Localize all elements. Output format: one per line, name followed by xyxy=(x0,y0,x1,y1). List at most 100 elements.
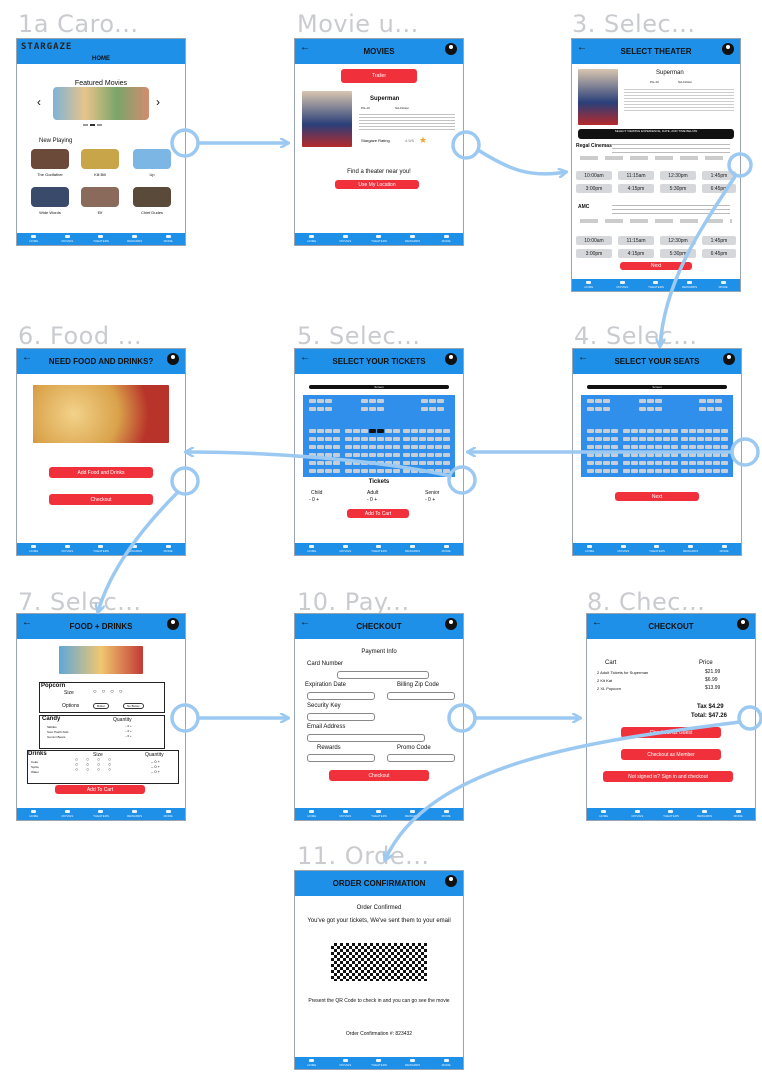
seat[interactable] xyxy=(385,461,392,465)
seat[interactable] xyxy=(681,429,688,433)
seat[interactable] xyxy=(345,453,352,457)
add-to-cart-button[interactable]: Add To Cart xyxy=(55,785,145,794)
seat[interactable] xyxy=(345,461,352,465)
seat[interactable] xyxy=(369,407,376,411)
expiration-input[interactable] xyxy=(307,692,375,700)
nav-movies[interactable]: MOVIES xyxy=(337,1059,353,1067)
seat[interactable] xyxy=(369,437,376,441)
back-arrow-icon[interactable]: ← xyxy=(578,352,588,363)
seat[interactable] xyxy=(623,461,630,465)
seat[interactable] xyxy=(671,453,678,457)
seat[interactable] xyxy=(639,437,646,441)
avatar-icon[interactable] xyxy=(445,353,457,365)
add-to-cart-button[interactable]: Add To Cart xyxy=(347,509,409,518)
nav-movies[interactable]: MOVIES xyxy=(59,810,75,818)
seat[interactable] xyxy=(721,461,728,465)
seat[interactable] xyxy=(361,469,368,473)
avatar-icon[interactable] xyxy=(445,618,457,630)
showtime-chip[interactable]: 10:00am xyxy=(576,236,612,245)
seat[interactable] xyxy=(353,453,360,457)
seat[interactable] xyxy=(671,429,678,433)
nav-theaters[interactable]: THEATERS xyxy=(649,545,665,553)
back-arrow-icon[interactable]: ← xyxy=(22,352,32,363)
seat[interactable] xyxy=(369,469,376,473)
nav-more[interactable]: MORE xyxy=(160,235,176,243)
seat[interactable] xyxy=(427,429,434,433)
seat[interactable] xyxy=(697,429,704,433)
seat[interactable] xyxy=(647,445,654,449)
seat[interactable] xyxy=(369,399,376,403)
showtime-chip[interactable]: 5:30pm xyxy=(660,184,696,193)
showtime-chip[interactable]: 11:15am xyxy=(618,236,654,245)
seat[interactable] xyxy=(697,461,704,465)
seat[interactable] xyxy=(647,399,654,403)
trailer-button[interactable]: Trailer xyxy=(341,69,417,83)
seat[interactable] xyxy=(603,453,610,457)
seat[interactable] xyxy=(377,399,384,403)
seat[interactable] xyxy=(403,437,410,441)
seat[interactable] xyxy=(713,429,720,433)
quantity-stepper[interactable]: - 0 + xyxy=(309,497,320,503)
seat[interactable] xyxy=(639,407,646,411)
avatar-icon[interactable] xyxy=(723,353,735,365)
seat[interactable] xyxy=(385,445,392,449)
seat[interactable] xyxy=(385,429,392,433)
nav-rewards[interactable]: REWARDS xyxy=(405,1059,421,1067)
seat[interactable] xyxy=(361,407,368,411)
security-key-input[interactable] xyxy=(307,713,375,721)
seat[interactable] xyxy=(681,453,688,457)
seat[interactable] xyxy=(325,445,332,449)
seat[interactable] xyxy=(333,469,340,473)
seat[interactable] xyxy=(689,445,696,449)
seat[interactable] xyxy=(721,469,728,473)
seat[interactable] xyxy=(715,399,722,403)
movie-thumb[interactable] xyxy=(31,149,69,169)
seat[interactable] xyxy=(427,461,434,465)
nav-movies[interactable]: MOVIES xyxy=(629,810,645,818)
seat[interactable] xyxy=(713,445,720,449)
nav-more[interactable]: MORE xyxy=(160,545,176,553)
next-button[interactable]: Next xyxy=(620,262,692,270)
back-arrow-icon[interactable]: ← xyxy=(300,352,310,363)
seat[interactable] xyxy=(385,469,392,473)
seat[interactable] xyxy=(623,445,630,449)
avatar-icon[interactable] xyxy=(722,43,734,55)
seat[interactable] xyxy=(429,399,436,403)
checkout-button[interactable]: Checkout xyxy=(329,770,429,781)
seat[interactable] xyxy=(393,453,400,457)
seat[interactable] xyxy=(699,407,706,411)
format-chips[interactable] xyxy=(580,156,732,160)
back-arrow-icon[interactable]: ← xyxy=(22,617,32,628)
movie-thumb[interactable] xyxy=(81,149,119,169)
seat[interactable] xyxy=(663,469,670,473)
seat[interactable] xyxy=(655,445,662,449)
movie-thumb[interactable] xyxy=(133,149,171,169)
use-location-button[interactable]: Use My Location xyxy=(335,180,419,189)
seat[interactable] xyxy=(689,453,696,457)
seat[interactable] xyxy=(353,429,360,433)
seat[interactable] xyxy=(333,437,340,441)
sign-in-checkout-button[interactable]: Not signed in? Sign in and checkout xyxy=(603,771,733,782)
seat[interactable] xyxy=(345,445,352,449)
checkout-button[interactable]: Checkout xyxy=(49,494,153,505)
seat[interactable] xyxy=(403,453,410,457)
seat[interactable] xyxy=(443,429,450,433)
seat[interactable] xyxy=(369,429,376,433)
nav-theaters[interactable]: THEATERS xyxy=(93,545,109,553)
avatar-icon[interactable] xyxy=(167,353,179,365)
nav-home[interactable]: HOME xyxy=(304,235,320,243)
seat[interactable] xyxy=(623,437,630,441)
seat[interactable] xyxy=(713,461,720,465)
seat[interactable] xyxy=(317,429,324,433)
seat[interactable] xyxy=(421,399,428,403)
seat[interactable] xyxy=(603,461,610,465)
seat[interactable] xyxy=(689,469,696,473)
seat[interactable] xyxy=(681,445,688,449)
seat[interactable] xyxy=(325,437,332,441)
seat[interactable] xyxy=(309,445,316,449)
seat[interactable] xyxy=(603,399,610,403)
seat[interactable] xyxy=(419,453,426,457)
seat[interactable] xyxy=(623,453,630,457)
seat[interactable] xyxy=(317,437,324,441)
seat[interactable] xyxy=(647,469,654,473)
